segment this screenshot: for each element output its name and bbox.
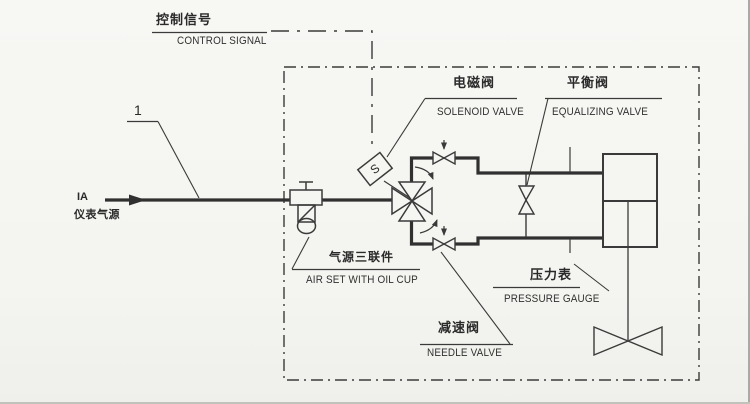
control-signal-label-en: CONTROL SIGNAL xyxy=(177,35,267,47)
solenoid-valve-symbol: S xyxy=(356,151,411,199)
needle-valve-bottom-symbol xyxy=(432,226,456,252)
rotation-arrow-top xyxy=(414,166,434,180)
main-air-pipe xyxy=(105,194,394,206)
enclosure-border xyxy=(283,66,700,381)
air-supply-code: IA xyxy=(77,191,88,203)
four-way-valve-symbol xyxy=(391,166,438,234)
air-set-leader xyxy=(291,236,310,270)
pipe-top-left xyxy=(409,156,433,184)
pipe-bottom-left xyxy=(409,218,433,246)
callout-1-leader xyxy=(157,121,200,199)
solenoid-valve-label-en: SOLENOID VALVE xyxy=(437,106,524,118)
pressure-gauge-label-en: PRESSURE GAUGE xyxy=(504,293,600,305)
equalizing-leader xyxy=(526,98,549,186)
scan-edge-right xyxy=(748,0,750,404)
needle-valve-leader xyxy=(440,251,511,345)
air-set-symbol xyxy=(289,181,323,235)
flow-arrow xyxy=(129,194,146,206)
pressure-gauge-label-zh: 压力表 xyxy=(530,267,573,282)
needle-valve-top-symbol xyxy=(432,140,456,166)
pipe-bottom-right xyxy=(455,236,603,246)
needle-valve-label-zh: 减速阀 xyxy=(438,320,481,335)
rotation-arrow-bottom xyxy=(419,219,438,234)
scan-edge-bottom xyxy=(0,402,750,404)
air-set-label-en: AIR SET WITH OIL CUP xyxy=(306,274,418,286)
loop-piping xyxy=(409,156,603,246)
equalizing-valve-label-zh: 平衡阀 xyxy=(567,75,610,90)
callout-1-label: 1 xyxy=(134,102,142,118)
needle-valve-label-en: NEEDLE VALVE xyxy=(427,347,502,359)
solenoid-leader xyxy=(386,98,426,158)
pipe-top-right xyxy=(455,156,603,175)
air-supply-label-zh: 仪表气源 xyxy=(74,209,120,221)
label-underlines xyxy=(127,31,662,346)
equalizing-valve-label-en: EQUALIZING VALVE xyxy=(552,106,649,118)
leader-lines xyxy=(157,98,610,345)
air-set-label-zh: 气源三联件 xyxy=(329,250,395,264)
vent-valve-symbol xyxy=(593,325,663,357)
solenoid-valve-label-zh: 电磁阀 xyxy=(453,75,496,90)
pressure-gauge-symbol xyxy=(602,153,658,340)
pressure-gauge-leader xyxy=(573,263,610,292)
control-signal-label-zh: 控制信号 xyxy=(156,12,213,27)
equalizing-valve-symbol xyxy=(517,174,536,237)
control-signal-line xyxy=(271,30,373,151)
